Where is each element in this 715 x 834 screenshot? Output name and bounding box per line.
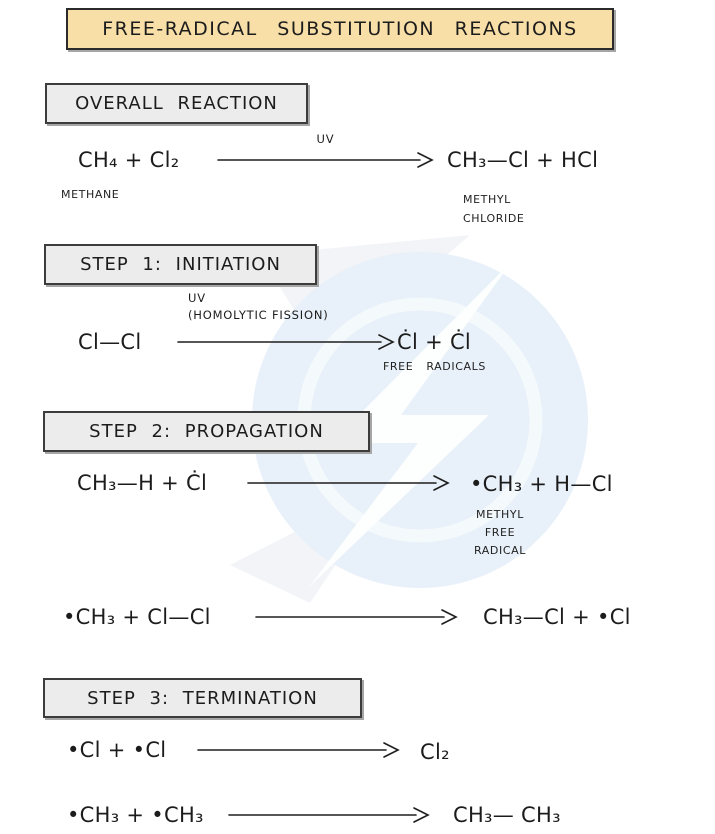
propagation1-reactants: CH₃—H + Ċl — [77, 471, 208, 495]
page-title: FREE-RADICAL SUBSTITUTION REACTIONS — [102, 18, 578, 40]
propagation2-arrow — [255, 608, 458, 626]
overall-products: CH₃—Cl + HCl — [447, 148, 599, 172]
step1-heading-box: STEP 1: INITIATION — [44, 244, 317, 285]
termination2-reactants: •CH₃ + •CH₃ — [67, 803, 204, 827]
step1-heading: STEP 1: INITIATION — [80, 254, 281, 275]
step1-conditions-line1: UV — [188, 291, 206, 305]
methyl-chloride-label-line2: CHLORIDE — [463, 212, 525, 225]
overall-reaction-heading: OVERALL REACTION — [75, 93, 278, 114]
overall-reaction-heading-box: OVERALL REACTION — [45, 83, 308, 124]
step1-conditions-line2: (HOMOLYTIC FISSION) — [188, 308, 329, 322]
propagation1-arrow — [247, 474, 450, 492]
propagation2-reactants: •CH₃ + Cl—Cl — [63, 605, 211, 629]
methyl-chloride-label-line1: METHYL — [463, 193, 511, 206]
termination1-product: Cl₂ — [420, 740, 450, 764]
propagation2-products: CH₃—Cl + •Cl — [483, 605, 631, 629]
methyl-free-radical-line3: RADICAL — [474, 544, 526, 557]
step1-products: Ċl + Ċl — [397, 330, 472, 354]
overall-reaction-arrow — [217, 151, 434, 169]
termination1-arrow — [197, 741, 400, 759]
watermark-logo — [230, 235, 588, 603]
step3-heading-box: STEP 3: TERMINATION — [43, 678, 362, 718]
step2-heading: STEP 2: PROPAGATION — [89, 421, 324, 442]
step2-heading-box: STEP 2: PROPAGATION — [43, 411, 370, 452]
termination2-arrow — [228, 806, 430, 824]
overall-reactants: CH₄ + Cl₂ — [78, 148, 180, 172]
uv-condition-label: UV — [316, 132, 335, 146]
step1-reactants: Cl—Cl — [78, 330, 142, 354]
termination1-reactants: •Cl + •Cl — [67, 738, 167, 762]
step1-conditions-label: UV (HOMOLYTIC FISSION) — [188, 290, 329, 324]
step1-reaction-arrow — [177, 333, 395, 351]
methyl-free-radical-label: METHYL FREE RADICAL — [452, 506, 548, 560]
termination2-product: CH₃— CH₃ — [453, 803, 561, 827]
title-banner: FREE-RADICAL SUBSTITUTION REACTIONS — [66, 8, 614, 50]
methane-label: METHANE — [61, 188, 120, 201]
methyl-chloride-label: METHYL CHLORIDE — [463, 190, 524, 228]
methyl-free-radical-line2: FREE — [484, 526, 516, 539]
propagation1-products: •CH₃ + H—Cl — [470, 472, 613, 496]
free-radicals-label: FREE RADICALS — [383, 360, 486, 373]
methyl-free-radical-line1: METHYL — [476, 508, 524, 521]
step3-heading: STEP 3: TERMINATION — [87, 687, 318, 709]
